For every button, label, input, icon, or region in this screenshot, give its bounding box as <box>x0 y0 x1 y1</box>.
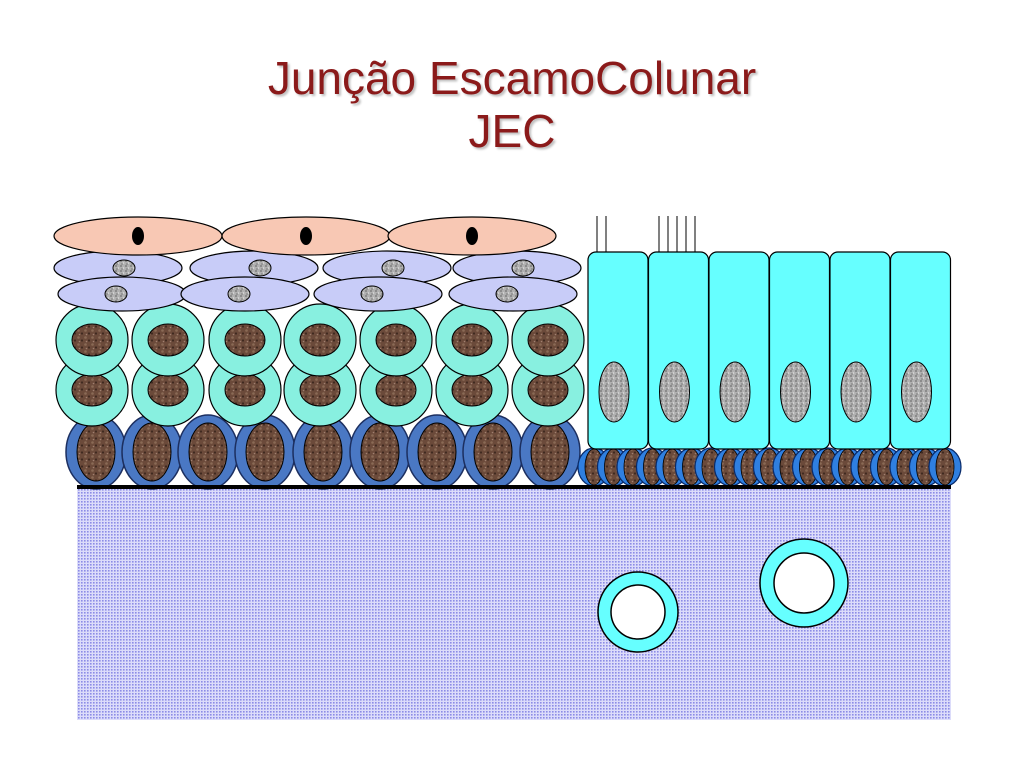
columnar-nucleus <box>599 362 629 422</box>
columnar-cell <box>709 252 769 449</box>
basal-nucleus <box>246 423 284 481</box>
spinous-nucleus <box>376 324 416 356</box>
pyknotic-nucleus <box>466 227 478 245</box>
basal-nucleus <box>531 423 569 481</box>
intermediate-nucleus <box>496 286 518 302</box>
columnar-cell <box>770 252 830 449</box>
superficial-cell <box>222 217 390 255</box>
pyknotic-nucleus <box>132 227 144 245</box>
basal-nucleus <box>77 423 115 481</box>
basal-nucleus <box>189 423 227 481</box>
basal-cell <box>178 415 238 489</box>
cilia-tuft <box>597 216 606 252</box>
gland-lumen <box>611 585 665 639</box>
columnar-nucleus <box>902 362 932 422</box>
columnar-nucleus <box>841 362 871 422</box>
spinous-nucleus <box>72 324 112 356</box>
spinous-nucleus <box>300 324 340 356</box>
intermediate-nucleus <box>113 260 135 276</box>
basal-nucleus <box>304 423 342 481</box>
spinous-nucleus <box>225 374 265 406</box>
spinous-nucleus <box>148 374 188 406</box>
reserve-cell <box>929 448 961 486</box>
intermediate-nucleus <box>249 260 271 276</box>
superficial-cell <box>54 217 222 255</box>
gland-lumen <box>774 553 834 613</box>
columnar-cell <box>588 252 648 449</box>
spinous-cell <box>436 304 508 376</box>
spinous-nucleus <box>528 374 568 406</box>
intermediate-nucleus <box>105 286 127 302</box>
spinous-cell <box>284 304 356 376</box>
columnar-nucleus <box>781 362 811 422</box>
basal-cell <box>407 415 467 489</box>
basal-nucleus <box>418 423 456 481</box>
intermediate-nucleus <box>361 286 383 302</box>
intermediate-cell <box>314 277 442 311</box>
columnar-cell <box>649 252 709 449</box>
spinous-nucleus <box>452 374 492 406</box>
spinous-cell <box>360 304 432 376</box>
basement-membrane <box>77 485 951 489</box>
spinous-cell <box>56 304 128 376</box>
spinous-nucleus <box>72 374 112 406</box>
spinous-cell <box>512 304 584 376</box>
spinous-nucleus <box>300 374 340 406</box>
spinous-nucleus <box>452 324 492 356</box>
intermediate-cell <box>58 277 186 311</box>
pyknotic-nucleus <box>300 227 312 245</box>
intermediate-cell <box>181 277 309 311</box>
squamous-epithelium <box>54 217 584 489</box>
spinous-cell <box>132 304 204 376</box>
spinous-nucleus <box>528 324 568 356</box>
superficial-cell <box>388 217 556 255</box>
stroma-layer <box>77 488 951 720</box>
spinous-nucleus <box>225 324 265 356</box>
reserve-nucleus <box>936 449 954 485</box>
columnar-nucleus <box>720 362 750 422</box>
columnar-nucleus <box>660 362 690 422</box>
columnar-epithelium <box>578 216 961 486</box>
cilia-tuft <box>659 216 695 252</box>
spinous-cell <box>209 304 281 376</box>
spinous-nucleus <box>376 374 416 406</box>
basal-nucleus <box>361 423 399 481</box>
basal-nucleus <box>133 423 171 481</box>
intermediate-nucleus <box>382 260 404 276</box>
intermediate-nucleus <box>512 260 534 276</box>
intermediate-nucleus <box>228 286 250 302</box>
intermediate-cell <box>449 277 577 311</box>
basal-nucleus <box>474 423 512 481</box>
columnar-cell <box>830 252 890 449</box>
columnar-cell <box>891 252 951 449</box>
spinous-nucleus <box>148 324 188 356</box>
